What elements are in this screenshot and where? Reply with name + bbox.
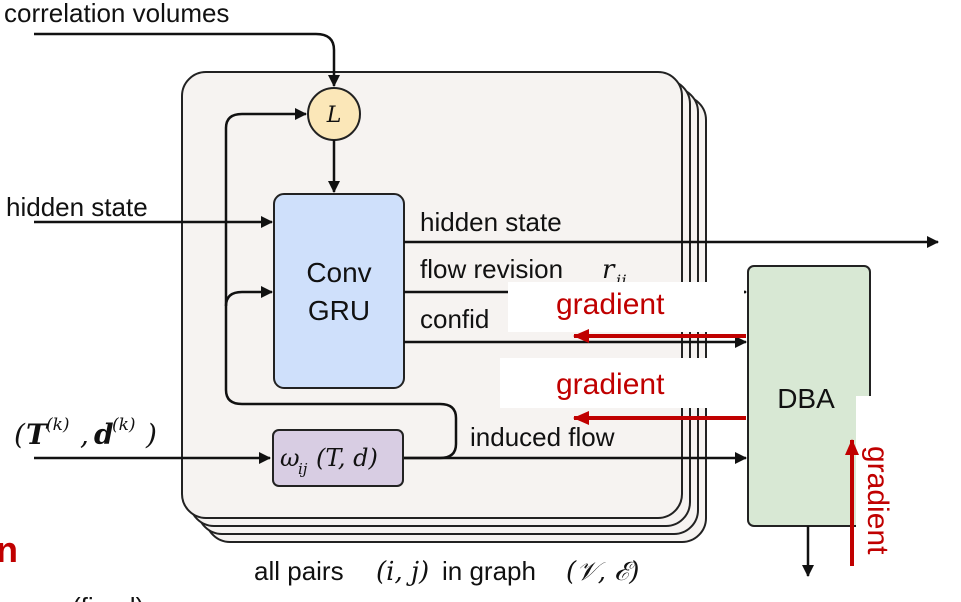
all-pairs-graph: (𝒱, ℰ)	[566, 557, 639, 587]
correlation-arrow	[34, 32, 340, 87]
gradient-vertical-label: gradient	[861, 446, 894, 555]
pose-input-d-superscript: (k)	[112, 415, 136, 435]
conv-gru-line1: Conv	[306, 257, 371, 288]
loop-mid-connector	[224, 290, 243, 307]
gradient-1-backdrop	[508, 282, 744, 332]
hidden-state-out-label: hidden state	[420, 207, 562, 237]
pose-input-d: d	[94, 418, 114, 451]
all-pairs-prefix: all pairs	[254, 556, 344, 586]
lookup-symbol: L	[326, 103, 342, 128]
hidden-state-in-label: hidden state	[6, 192, 148, 222]
cut-off-bottom-text: (fixed)	[72, 592, 144, 602]
gradient-vertical-backdrop	[856, 396, 896, 586]
confidence-label: confid	[420, 304, 489, 334]
gradient-2-label: gradient	[556, 368, 665, 401]
pose-input-close-paren: )	[145, 418, 157, 451]
correlation-volumes-label: correlation volumes	[4, 0, 229, 28]
conv-gru-line2: GRU	[308, 295, 370, 326]
loop-to-lookup-arrow	[224, 112, 458, 460]
all-pairs-vars: (i, j)	[376, 557, 429, 587]
omega-subscript: ij	[298, 460, 308, 478]
all-pairs-mid: in graph	[442, 556, 536, 586]
flow-revision-symbol: r	[602, 255, 616, 285]
omega-symbol: ω	[280, 444, 300, 472]
gradient-1-label: gradient	[556, 288, 665, 321]
gradient-2-backdrop	[500, 358, 744, 408]
omega-box	[272, 429, 404, 487]
omega-args: (T, d)	[316, 444, 378, 472]
dba-label: DBA	[777, 383, 835, 414]
cut-off-red-letter: n	[0, 529, 18, 570]
conv-gru-box	[273, 193, 405, 389]
flow-revision-label: flow revision	[420, 254, 563, 284]
pose-input-T: T	[26, 418, 49, 451]
induced-flow-label: induced flow	[470, 422, 615, 452]
flow-revision-subscript: ij	[616, 271, 626, 290]
pose-input-open-paren: (	[14, 418, 26, 451]
pose-input-T-superscript: (k)	[46, 415, 70, 435]
pose-input-comma: ,	[80, 418, 89, 451]
